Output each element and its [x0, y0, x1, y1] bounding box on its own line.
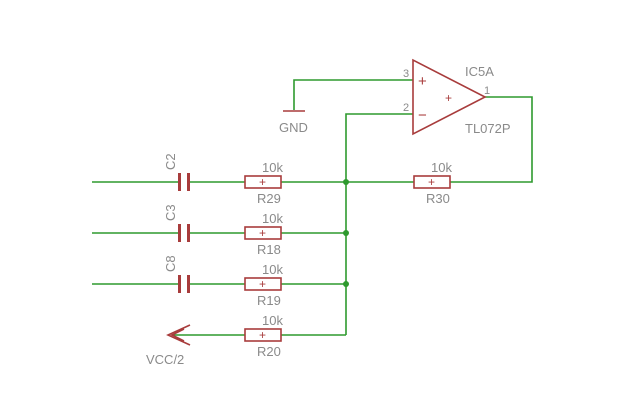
resistor-mark: + [259, 277, 266, 291]
resistor-r18: + 10k R18 [244, 211, 283, 257]
resistor-value: 10k [262, 262, 283, 277]
resistor-name: R30 [426, 191, 450, 206]
wire-gnd-to-noninv [293, 79, 413, 110]
resistor-mark: + [428, 175, 435, 189]
vcc-arrow-inner [170, 328, 185, 342]
vcc-label: VCC/2 [146, 352, 184, 367]
resistor-r30: + 10k R30 [413, 160, 452, 206]
opamp-pin-noninv: 3 [403, 68, 409, 80]
resistor-mark: + [259, 328, 266, 342]
capacitor-label: C8 [163, 255, 178, 272]
resistor-value: 10k [262, 160, 283, 175]
resistor-value: 10k [262, 313, 283, 328]
opamp-plus-sign: + [418, 73, 427, 90]
junction-dot [343, 281, 349, 287]
vcc-half-supply: VCC/2 [146, 324, 191, 367]
wire-output-feedback [450, 96, 533, 183]
capacitor-plate [178, 224, 181, 242]
resistor-value: 10k [262, 211, 283, 226]
resistor-body [244, 277, 282, 291]
capacitor-c2: C2 [163, 153, 190, 191]
opamp-value: TL072P [465, 121, 511, 136]
resistor-name: R20 [257, 344, 281, 359]
capacitor-c3: C3 [163, 204, 190, 242]
resistor-mark: + [259, 175, 266, 189]
capacitor-plate [187, 173, 190, 191]
ground-label: GND [279, 120, 308, 135]
resistor-name: R19 [257, 293, 281, 308]
resistor-r29: + 10k R29 [244, 160, 283, 206]
resistor-r20: + 10k R20 [244, 313, 283, 359]
wires [92, 79, 533, 336]
capacitor-plate [187, 275, 190, 293]
resistor-body [244, 175, 282, 189]
resistor-body [413, 175, 451, 189]
capacitor-label: C2 [163, 153, 178, 170]
capacitor-label: C3 [163, 204, 178, 221]
opamp-triangle [412, 58, 487, 136]
capacitor-c8: C8 [163, 255, 190, 293]
resistor-name: R29 [257, 191, 281, 206]
opamp-ic5a: + − + 3 2 1 IC5A TL072P [403, 58, 511, 136]
junction-dot [343, 230, 349, 236]
capacitor-plate [178, 173, 181, 191]
junction-dot [343, 179, 349, 185]
opamp-minus-sign: − [418, 107, 427, 124]
opamp-pin-out: 1 [484, 85, 490, 97]
resistor-r19: + 10k R19 [244, 262, 283, 308]
junctions [343, 179, 349, 287]
opamp-name: IC5A [465, 64, 494, 79]
wire-inv-to-node [345, 113, 413, 335]
resistor-body [244, 328, 282, 342]
capacitor-plate [187, 224, 190, 242]
opamp-output-sign: + [445, 91, 452, 105]
resistor-value: 10k [431, 160, 452, 175]
capacitor-plate [178, 275, 181, 293]
opamp-pin-inv: 2 [403, 102, 409, 114]
vcc-arrow-icon [166, 324, 191, 346]
resistor-body [244, 226, 282, 240]
ground-symbol: GND [279, 110, 308, 135]
resistor-mark: + [259, 226, 266, 240]
resistor-name: R18 [257, 242, 281, 257]
